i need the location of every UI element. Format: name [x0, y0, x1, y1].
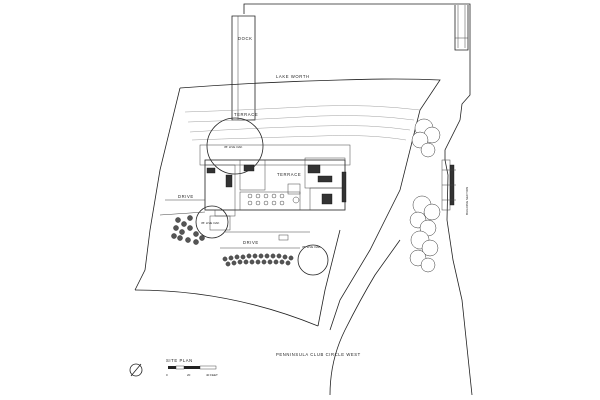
terrace-east-label: TERRACE — [277, 172, 301, 177]
scale-0: 0 — [166, 373, 168, 377]
property-boundary — [243, 3, 473, 396]
scale-40: 40 FEET — [206, 373, 218, 377]
house-footprint — [199, 144, 351, 231]
oak-label-2: 35' LIVE OAK — [201, 221, 219, 225]
dock-label: DOCK — [238, 36, 253, 41]
site-plan-title: SITE PLAN — [166, 358, 193, 363]
drive-path-south — [220, 231, 310, 249]
east-lot-line — [317, 229, 341, 327]
contour-4 — [191, 135, 407, 141]
north-arrow — [129, 363, 143, 377]
building-section — [441, 159, 456, 211]
oak-label-1: 35' LIVE OAK — [224, 145, 242, 149]
east-pier — [454, 5, 469, 51]
contour-3 — [189, 125, 411, 133]
car — [278, 234, 289, 241]
south-lot-line — [134, 289, 319, 327]
dock-structure — [231, 15, 256, 121]
lake-label: LAKE WORTH — [276, 74, 310, 79]
west-boundary — [134, 87, 181, 291]
road-label: PENNINSULA CLUB CIRCLE WEST — [276, 352, 361, 357]
drive-west-label: DRIVE — [178, 194, 194, 199]
building-section-label: BUILDING SECTION — [465, 187, 469, 215]
terrace-north-label: TERRACE — [234, 112, 258, 117]
west-shrub-mass — [171, 215, 205, 245]
contour-1 — [184, 105, 421, 113]
south-hedge — [222, 253, 294, 267]
east-trees — [409, 118, 441, 273]
oak-south-circle — [297, 244, 329, 276]
road-edge — [329, 239, 401, 396]
oak-label-3: 35' LIVE OAK — [302, 245, 320, 249]
drive-south-label: DRIVE — [243, 240, 259, 245]
shoreline — [179, 78, 441, 331]
scale-20: 20 — [187, 373, 191, 377]
east-pier-rail — [455, 5, 468, 48]
scale-bar — [168, 365, 217, 370]
drive-path-west — [159, 199, 206, 216]
oak-west-circle — [195, 205, 229, 239]
